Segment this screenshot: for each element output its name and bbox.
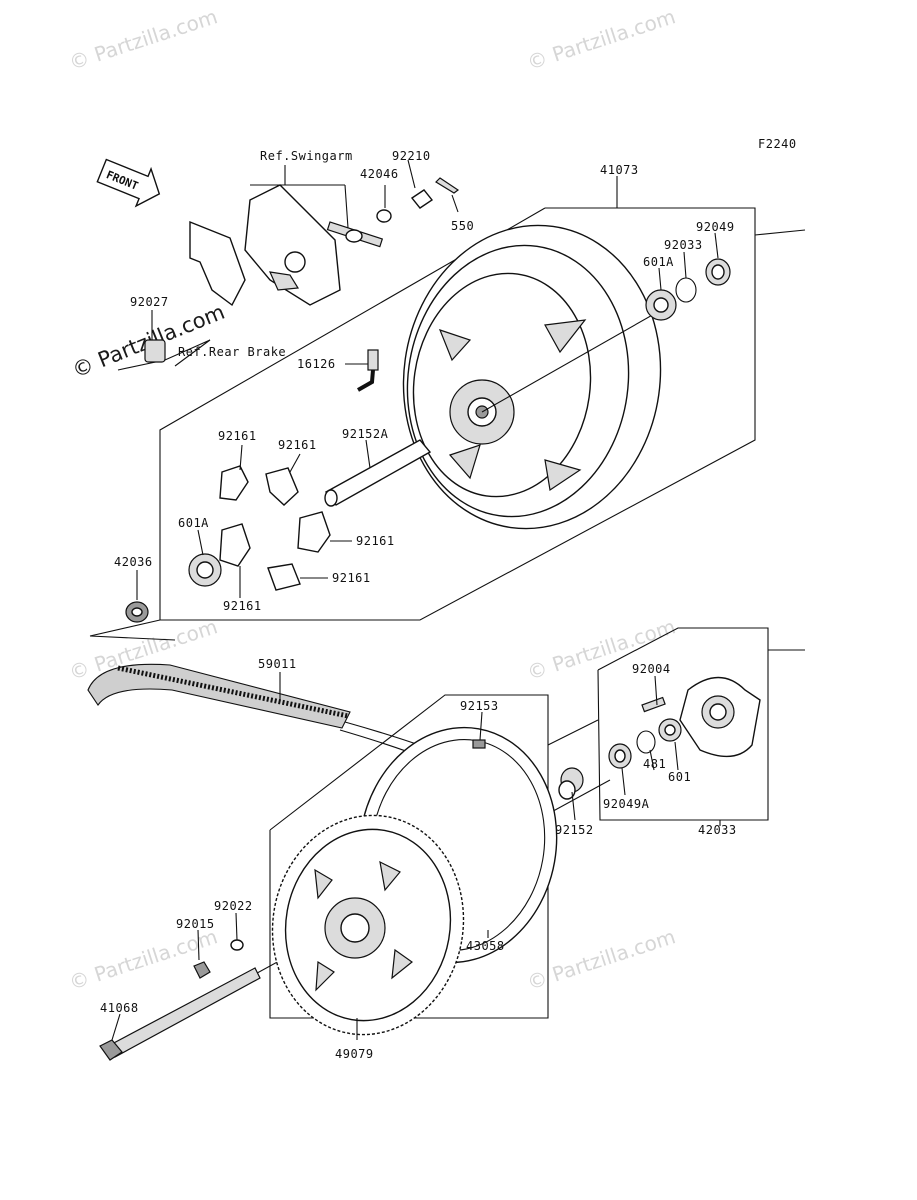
sprocket-hub bbox=[558, 676, 761, 800]
leader-lines bbox=[111, 159, 721, 1041]
part-label: 92049A bbox=[603, 797, 650, 811]
part-label: 42033 bbox=[698, 823, 737, 837]
part-label: 92015 bbox=[176, 917, 215, 931]
part-label: 42046 bbox=[360, 167, 399, 181]
part-label: 92152 bbox=[555, 823, 594, 837]
part-label: 550 bbox=[451, 219, 474, 233]
part-label: 92153 bbox=[460, 699, 499, 713]
part-label: 92049 bbox=[696, 220, 735, 234]
part-label: 59011 bbox=[258, 657, 297, 671]
watermark: © Partzilla.com bbox=[524, 924, 678, 995]
part-label: 92161 bbox=[332, 571, 371, 585]
part-label: 42036 bbox=[114, 555, 153, 569]
watermark: © Partzilla.com bbox=[66, 924, 220, 995]
ref-swingarm-label: Ref.Swingarm bbox=[260, 149, 353, 163]
part-label: 43058 bbox=[466, 939, 505, 953]
watermark: © Partzilla.com bbox=[524, 4, 678, 75]
part-label: 16126 bbox=[297, 357, 336, 371]
part-label: 41068 bbox=[100, 1001, 139, 1015]
part-label: 49079 bbox=[335, 1047, 374, 1061]
part-label: 92004 bbox=[632, 662, 671, 676]
rear-pulley bbox=[271, 726, 558, 1036]
part-label: 92161 bbox=[356, 534, 395, 548]
part-label: 92027 bbox=[130, 295, 169, 309]
part-label: 92022 bbox=[214, 899, 253, 913]
part-label: 41073 bbox=[600, 163, 639, 177]
ref-rear-brake-label: Ref.Rear Brake bbox=[178, 345, 286, 359]
part-label: 601A bbox=[178, 516, 209, 530]
part-label: 92033 bbox=[664, 238, 703, 252]
part-label: 92210 bbox=[392, 149, 431, 163]
valve bbox=[357, 349, 379, 392]
wheel-dampers bbox=[219, 465, 331, 591]
part-label: 92161 bbox=[278, 438, 317, 452]
rear-wheel bbox=[402, 224, 671, 530]
right-bearing-set bbox=[645, 258, 731, 321]
caliper-bracket bbox=[144, 177, 460, 363]
part-label: 92161 bbox=[218, 429, 257, 443]
part-number-labels: 92210 42046 550 41073 92049 92033 601A 9… bbox=[100, 149, 737, 1061]
left-bearing bbox=[125, 553, 222, 623]
figure-code: F2240 bbox=[758, 137, 797, 151]
rear-axle bbox=[99, 939, 261, 1061]
front-arrow-icon: FRONT bbox=[96, 158, 161, 208]
part-label: 601A bbox=[643, 255, 674, 269]
part-label: 481 bbox=[643, 757, 666, 771]
axle-spacer bbox=[324, 439, 432, 507]
part-label: 92152A bbox=[342, 427, 389, 441]
part-label: 601 bbox=[668, 770, 691, 784]
part-label: 92161 bbox=[223, 599, 262, 613]
watermark: © Partzilla.com bbox=[66, 4, 220, 75]
